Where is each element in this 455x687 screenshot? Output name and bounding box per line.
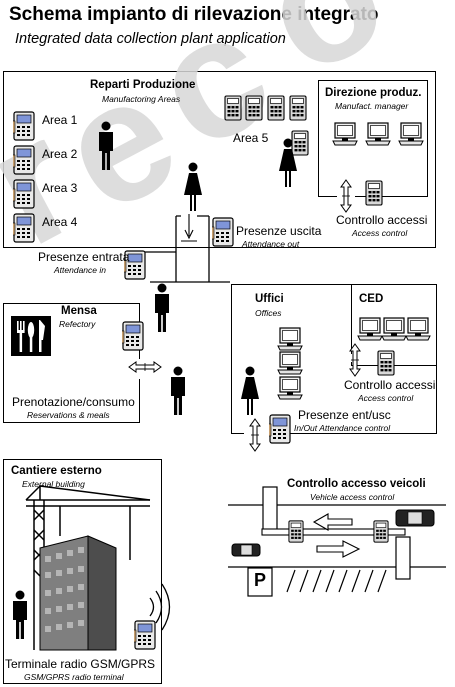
computer-icon (357, 317, 383, 341)
offices-subtitle: Offices (255, 308, 282, 318)
computer-icon (332, 122, 358, 146)
person-icon (241, 366, 259, 415)
terminal-icon (13, 111, 35, 141)
production-title: Reparti Produzione (90, 79, 196, 91)
person-icon (155, 283, 169, 332)
terminal-icon (245, 95, 263, 121)
vehicle-access-subtitle: Vehicle access control (310, 492, 395, 502)
radio-wave-icon (149, 583, 171, 631)
area-5-label: Area 5 (233, 131, 269, 145)
terminal-icon (377, 350, 395, 376)
person-icon (171, 366, 185, 415)
terminal-icon (122, 321, 144, 351)
terminal-icon (291, 130, 309, 156)
offices-access-control-label: Controllo accessi (344, 378, 436, 392)
refectory-subtitle: Refectory (59, 319, 96, 329)
terminal-icon (224, 95, 242, 121)
area-1-label: Area 1 (42, 113, 78, 127)
vehicle-access-title: Controllo accesso veicoli (287, 478, 426, 490)
reservations-subtitle: Reservations & meals (27, 410, 110, 420)
reservations-label: Prenotazione/consumo (12, 395, 135, 409)
terminal-icon (13, 179, 35, 209)
attendance-in-label: Presenze entrata (38, 250, 130, 264)
computer-icon (277, 351, 303, 375)
in-out-attendance-subtitle: In/Out Attendance control (294, 423, 391, 433)
area-4-label: Area 4 (42, 215, 78, 229)
computer-icon (398, 122, 424, 146)
area-3-label: Area 3 (42, 181, 78, 195)
access-control-subtitle: Access control (352, 228, 408, 238)
attendance-in-subtitle: Attendance in (54, 265, 106, 275)
terminal-icon (13, 213, 35, 243)
parking-icon (247, 567, 273, 597)
in-out-attendance-label: Presenze ent/usc (298, 408, 391, 422)
attendance-out-subtitle: Attendance out (242, 239, 300, 249)
terminal-icon (134, 620, 156, 650)
manager-title: Direzione produz. (325, 87, 422, 99)
parking-sign-label: P (253, 570, 266, 590)
building-icon (39, 535, 117, 651)
vehicle-road (228, 486, 446, 597)
terminal-icon (269, 414, 291, 444)
manager-subtitle: Manufact. manager (335, 101, 409, 111)
refectory-title: Mensa (61, 305, 97, 317)
turnstile-icon (349, 343, 361, 377)
terminal-icon (365, 180, 383, 206)
turnstile-icon (340, 179, 352, 213)
computer-icon (277, 327, 303, 351)
person-icon (13, 590, 27, 639)
access-control-label: Controllo accessi (336, 213, 428, 227)
radio-terminal-label: Terminale radio GSM/GPRS (5, 657, 156, 671)
offices-title: Uffici (255, 293, 284, 305)
attendance-out-label: Presenze uscita (236, 224, 322, 238)
computer-icon (277, 376, 303, 400)
turnstile-icon (249, 418, 261, 452)
offices-access-control-subtitle: Access control (358, 393, 414, 403)
terminal-icon (212, 217, 234, 247)
ced-title: CED (359, 293, 384, 305)
radio-terminal-subtitle: GSM/GPRS radio terminal (24, 672, 124, 682)
terminal-icon (267, 95, 285, 121)
computer-icon (365, 122, 391, 146)
diagram-title: Schema impianto di rilevazione integrato (9, 4, 379, 25)
computer-icon (381, 317, 407, 341)
diagram-subtitle: Integrated data collection plant applica… (15, 31, 286, 47)
production-subtitle: Manufactoring Areas (102, 94, 181, 104)
external-title: Cantiere esterno (11, 465, 102, 477)
computer-icon (405, 317, 431, 341)
turnstile-icon (128, 361, 162, 373)
terminal-icon (289, 95, 307, 121)
terminal-icon (13, 145, 35, 175)
car-icon (395, 509, 435, 527)
area-2-label: Area 2 (42, 147, 78, 161)
external-subtitle: External building (22, 479, 85, 489)
car-icon (231, 543, 261, 557)
